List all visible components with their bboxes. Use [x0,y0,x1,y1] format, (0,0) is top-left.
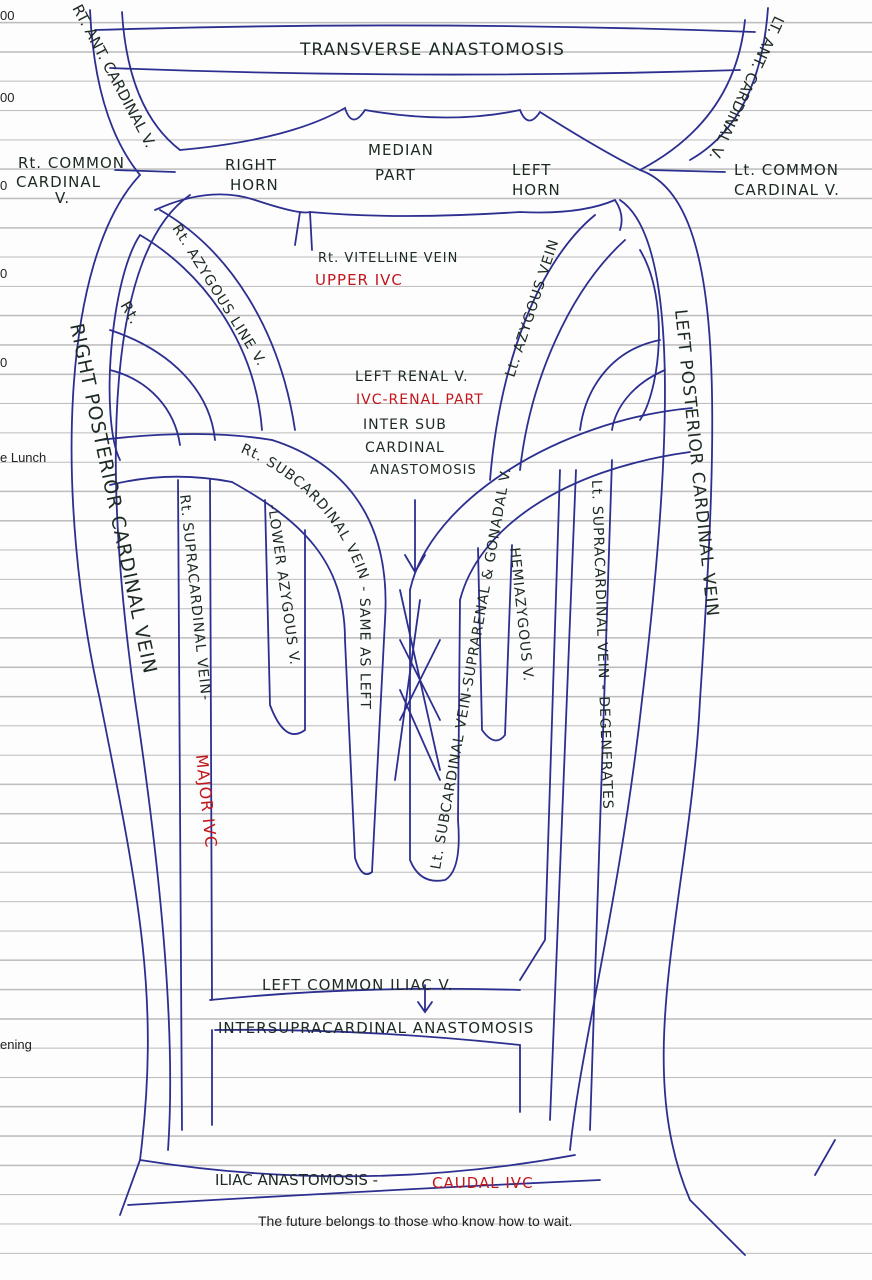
lt-ant-cardinal-inner [639,19,746,171]
rt-azygous-arc-inner [108,234,263,461]
pen-mark [814,1139,836,1176]
intersupracardinal-top [209,987,521,1001]
margin-time-mark: 0 [0,178,8,193]
label-lt-common-1: Lt. COMMON [734,161,839,179]
margin-time-mark: 0 [0,266,8,281]
label-lt-common-2: CARDINAL V. [734,181,840,199]
label-rt-azygous-line: Rt. AZYGOUS LINE V. [169,222,270,370]
label-lt-subcardinal: Lt. SUBCARDINAL VEIN-SUPRARENAL & GONADA… [428,466,515,871]
diagram-labels: TRANSVERSE ANASTOMOSIS RT. ANT. CARDINAL… [16,1,840,1192]
label-major-ivc: MAJOR IVC [192,753,221,849]
median-part-top [179,106,641,171]
lt-azygous-arc-inner [519,239,660,471]
label-left-horn-1: LEFT [512,161,551,179]
iliac-anastomosis-top [139,1154,576,1178]
label-lt-azygous: Lt. AZYGOUS VEIN [503,237,563,379]
intersupracardinal-bottom [211,1028,521,1126]
pointer-lt-common [649,169,726,173]
label-caudal-ivc: CAUDAL IVC [432,1174,534,1192]
label-intersupracardinal: INTERSUPRACARDINAL ANASTOMOSIS [218,1019,534,1037]
label-rt-supracardinal: Rt. SUPRACARDINAL VEIN- [176,494,214,702]
lt-post-cardinal-inner [569,199,666,1151]
rt-subcardinal-outer [271,439,387,873]
rt-azygous-arc-outer [159,209,296,431]
label-iliac-anastomosis: ILIAC ANASTOMOSIS - [215,1171,378,1189]
label-rt-vitelline: Rt. VITELLINE VEIN [318,251,458,266]
transverse-anastomosis-lower [109,67,741,76]
label-intersub-1: INTER SUB [363,417,447,433]
hemiazygous-tube [477,544,513,742]
intersubcardinal-bottom [109,475,233,486]
margin-lunch-mark: e Lunch [0,450,47,465]
margin-evening-mark: ening [0,1037,32,1052]
label-rt-short: Rt. [117,298,145,328]
intersubcardinal-top [99,433,273,441]
label-rt-common-2: CARDINAL [16,173,101,191]
rt-small-arc [109,329,216,446]
lt-subcardinal-outer [409,407,693,591]
label-transverse-anastomosis: TRANSVERSE ANASTOMOSIS [299,40,565,60]
label-rt-common-3: V. [55,189,70,207]
lt-supracardinal [519,459,613,1131]
rt-ant-cardinal-outer [89,9,141,176]
lt-small-arc [579,339,666,431]
label-right-horn-2: HORN [230,176,279,194]
lt-ant-cardinal-outer [689,7,769,161]
lt-post-cardinal-outer [639,169,746,1256]
median-part-bottom [154,193,623,231]
label-hemiazygous: HEMIAZYGOUS V. [506,547,536,683]
label-left-horn-2: HORN [512,181,561,199]
label-upper-ivc: UPPER IVC [315,271,403,289]
crosshatch [394,589,441,781]
footer-quote: The future belongs to those who know how… [258,1213,573,1229]
label-intersub-2: CARDINAL [365,440,445,456]
label-left-common-iliac: LEFT COMMON ILIAC V. [262,976,454,994]
label-lt-ant-cardinal: LT. ANT. CARDINAL V. [705,13,787,162]
label-rt-common-1: Rt. COMMON [18,154,125,172]
margin-time-mark: 00 [0,90,15,105]
label-right-horn-1: RIGHT [225,156,277,174]
label-right-post-cardinal: RIGHT POSTERIOR CARDINAL VEIN [65,321,161,676]
label-lt-supracardinal: Lt. SUPRACARDINAL VEIN - DEGENERATES [588,480,616,810]
margin-time-mark: 00 [0,8,15,23]
label-median-1: MEDIAN [368,141,434,159]
rt-ant-cardinal-inner [121,11,181,151]
transverse-anastomosis-upper [94,24,756,33]
lt-subcardinal-inner [459,451,691,601]
label-left-post-cardinal: LEFT POSTERIOR CARDINAL VEIN [670,308,722,618]
label-intersub-3: ANASTOMOSIS [370,463,477,478]
margin-time-mark: 0 [0,355,8,370]
arrow-iliac [417,984,433,1014]
rt-post-cardinal-inner [115,194,191,1151]
rt-supracardinal [177,479,213,1131]
iliac-anastomosis-bottom [127,1179,601,1206]
pointer-rt-common [114,169,176,173]
vein-outlines [70,7,836,1256]
vitelline-marker [294,211,313,251]
label-rt-ant-cardinal: RT. ANT. CARDINAL V. [68,1,159,150]
rt-post-cardinal-outer [70,174,149,1216]
label-left-renal: LEFT RENAL V. [355,369,469,385]
lower-azygous-tube [264,499,306,735]
lt-subcardinal-lower [409,589,461,882]
arrow-intersub [404,499,426,574]
label-median-2: PART [375,166,416,184]
rt-subcardinal-inner [231,481,373,876]
label-ivc-renal: IVC-RENAL PART [356,392,484,408]
lt-azygous-arc-outer [489,214,596,481]
